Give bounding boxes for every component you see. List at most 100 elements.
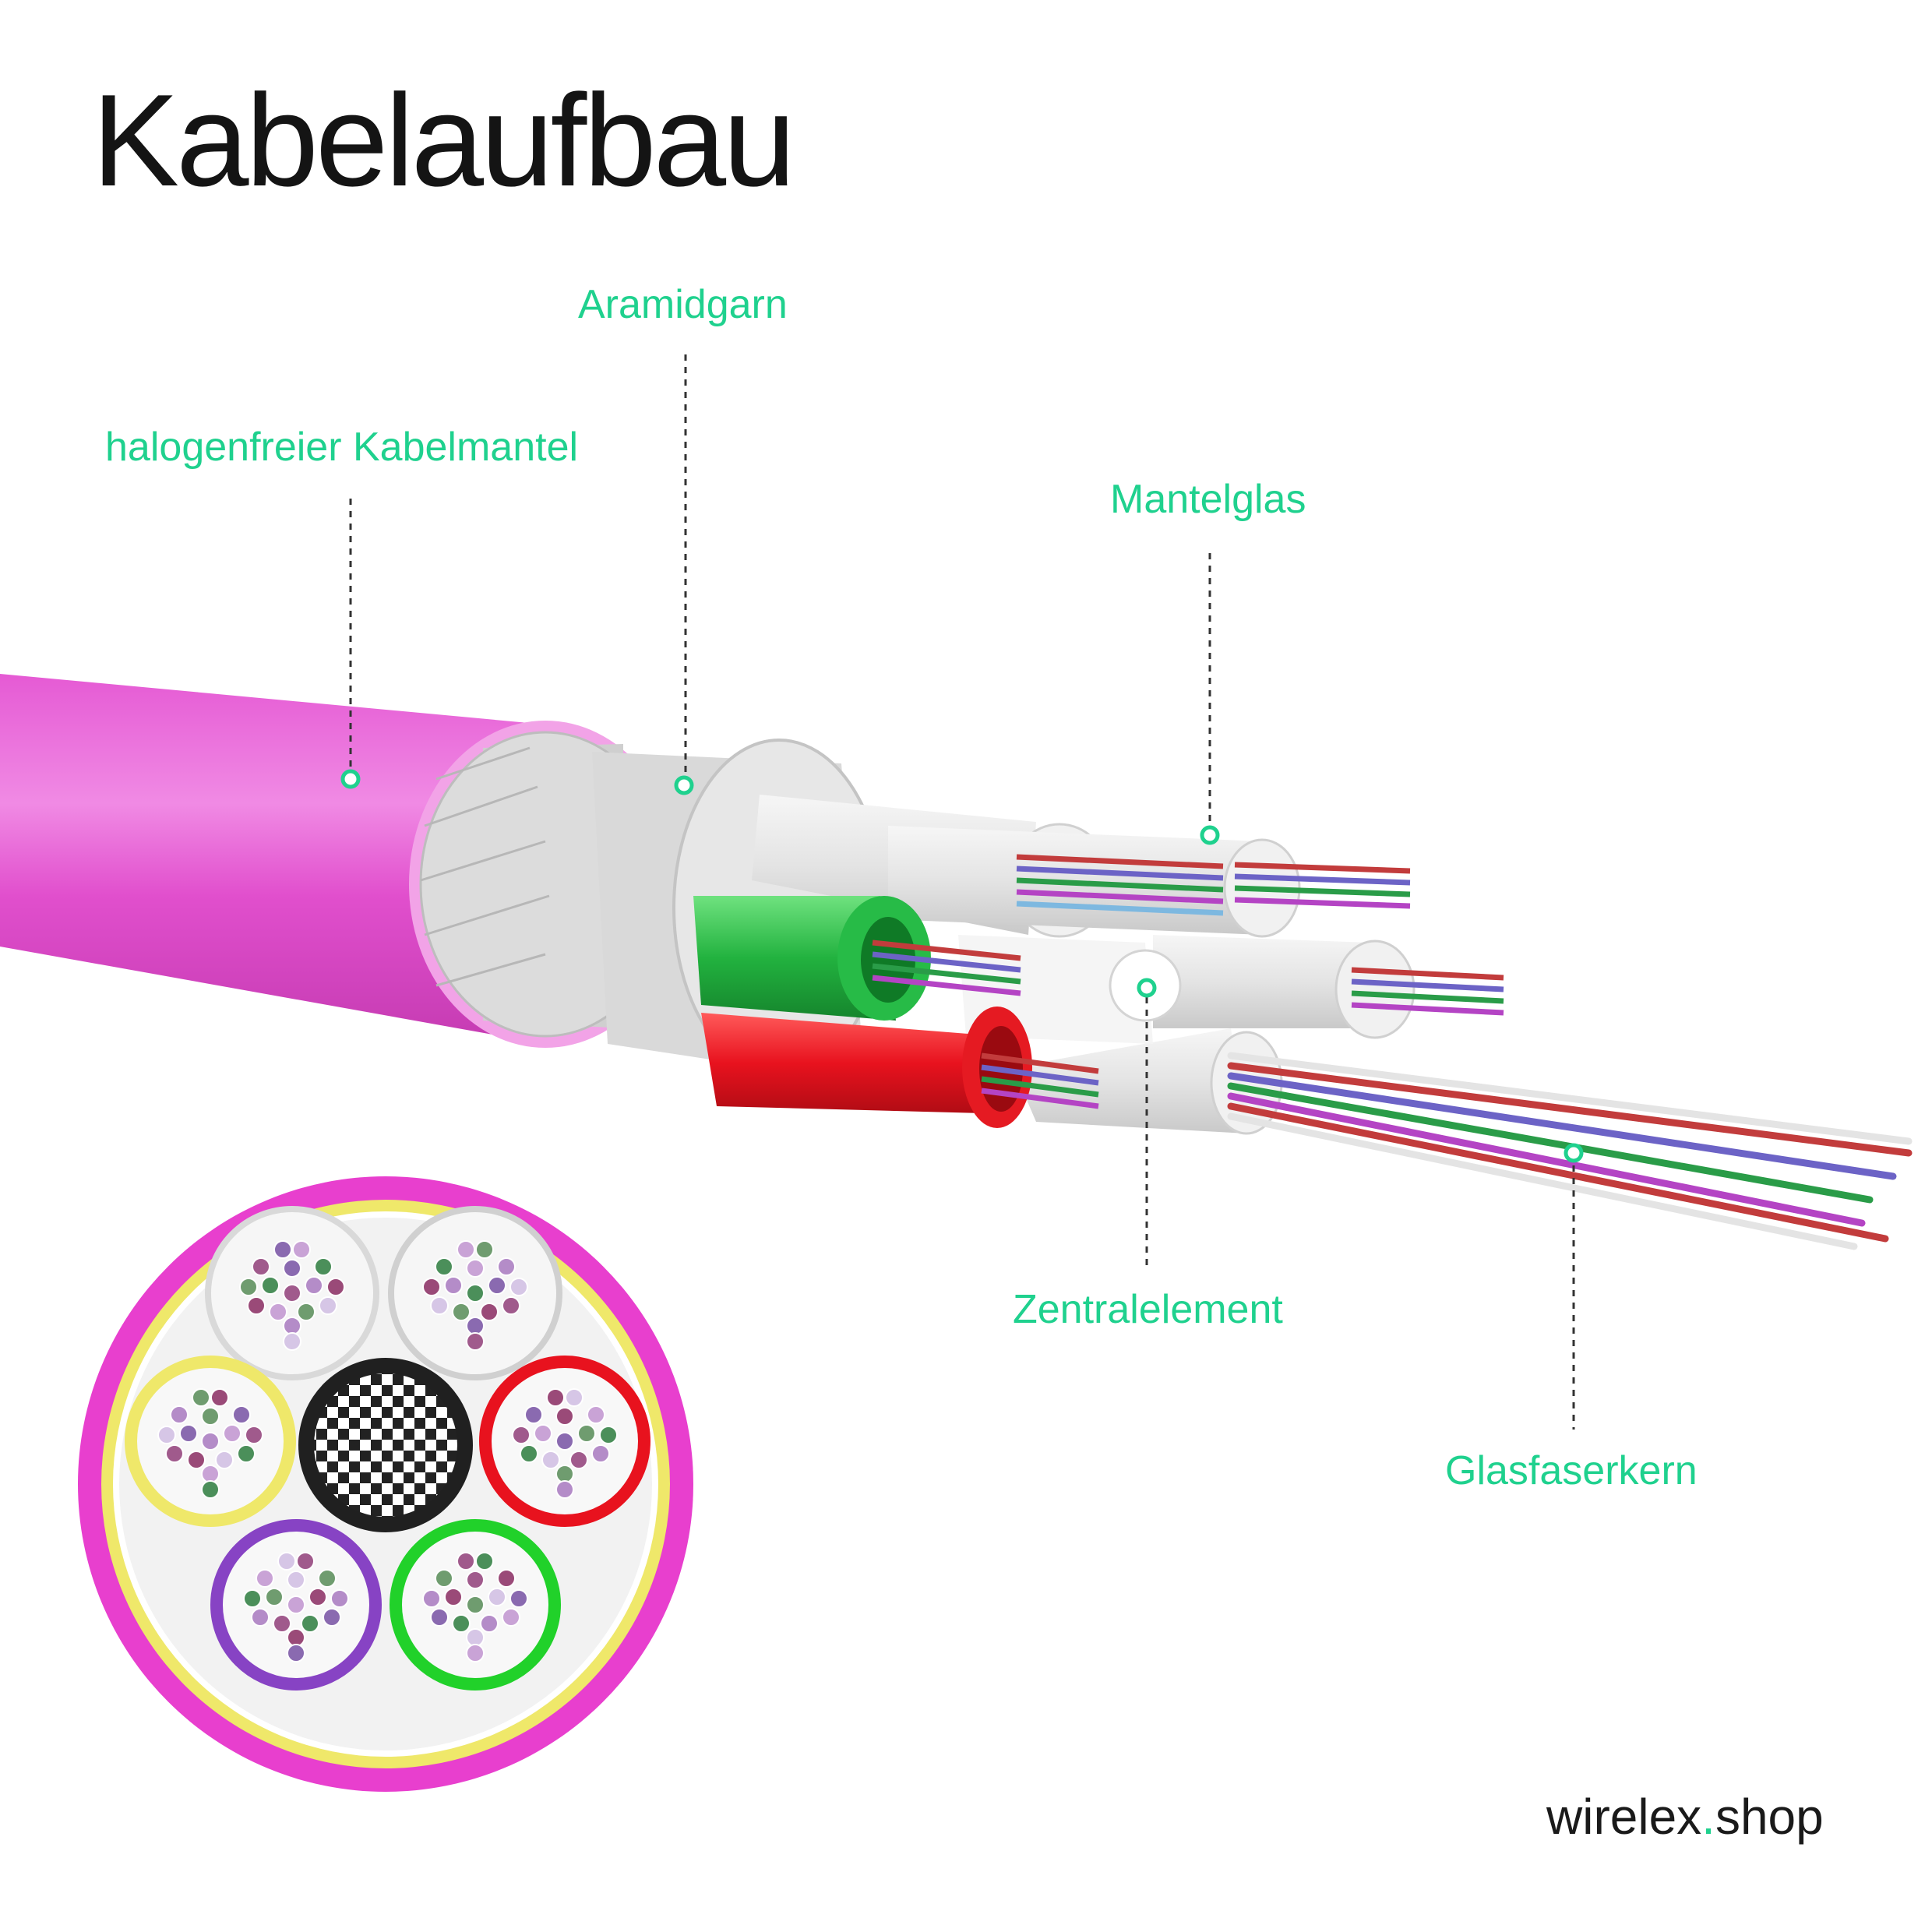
fiber-dot — [466, 1571, 485, 1589]
fiber-dot — [435, 1257, 453, 1276]
marker-aramid — [674, 775, 694, 795]
fiber-dot — [287, 1628, 305, 1647]
fiber-dot — [497, 1257, 516, 1276]
fiber-dot — [157, 1426, 176, 1444]
fiber-dot — [273, 1240, 292, 1259]
fiber-dot — [201, 1465, 220, 1483]
fiber-dot — [269, 1303, 287, 1321]
marker-mantelglas — [1200, 825, 1220, 845]
fiber-dot — [524, 1405, 543, 1424]
fiber-bundle-green — [872, 940, 1021, 996]
fiber-dot — [452, 1614, 471, 1633]
fiber-dot — [301, 1614, 319, 1633]
fiber-dot — [430, 1296, 449, 1315]
fiber-dot — [466, 1644, 485, 1662]
fiber-dot — [308, 1588, 327, 1606]
fiber-dot — [466, 1284, 485, 1303]
fiber-dot — [555, 1480, 574, 1499]
fiber-dot — [457, 1240, 475, 1259]
fiber-dot — [488, 1588, 506, 1606]
fiber-dot — [239, 1278, 258, 1296]
fiber-dot — [520, 1444, 538, 1463]
fiber-dot — [457, 1552, 475, 1571]
fiber-dot — [292, 1240, 311, 1259]
fiber-dot — [287, 1644, 305, 1662]
fiber-dot — [314, 1257, 333, 1276]
cross-fiber-dots — [157, 1240, 618, 1662]
page-title: Kabelaufbau — [92, 67, 796, 213]
fiber-dot — [210, 1388, 229, 1407]
fiber-bundle-top-left — [1016, 854, 1224, 916]
fiber-dot — [565, 1388, 583, 1407]
fiber-dot — [287, 1595, 305, 1614]
fiber-dot — [422, 1589, 441, 1608]
fiber-dot — [591, 1444, 610, 1463]
fiber-dot — [475, 1552, 494, 1571]
fiber-dot — [323, 1608, 341, 1627]
fiber-dot — [247, 1296, 266, 1315]
fiber-dot — [541, 1451, 560, 1469]
fiber-dot — [165, 1444, 184, 1463]
brand-tld: shop — [1715, 1789, 1824, 1845]
fiber-dot — [512, 1426, 531, 1444]
fiber-dot — [326, 1278, 345, 1296]
fiber-dot — [283, 1332, 301, 1351]
marker-zentral — [1137, 978, 1157, 998]
brand-name: wirelex — [1546, 1789, 1702, 1845]
fiber-dot — [192, 1388, 210, 1407]
fiber-dot — [509, 1278, 528, 1296]
fiber-dot — [243, 1589, 262, 1608]
fiber-dot — [296, 1552, 315, 1571]
fiber-dot — [555, 1407, 574, 1426]
fiber-dot — [430, 1608, 449, 1627]
fiber-dot — [599, 1426, 618, 1444]
fiber-dot — [577, 1424, 596, 1443]
fiber-dot — [223, 1424, 242, 1443]
label-mantel: halogenfreier Kabelmantel — [105, 425, 579, 470]
fiber-dot — [475, 1240, 494, 1259]
brand-dot: . — [1701, 1789, 1715, 1845]
fiber-bundle-right — [1351, 967, 1504, 1016]
fiber-dot — [435, 1569, 453, 1588]
fiber-dot — [569, 1451, 588, 1469]
fiber-dot — [305, 1276, 323, 1295]
label-kern: Glasfaserkern — [1445, 1448, 1698, 1493]
fiber-dot — [502, 1608, 520, 1627]
fiber-dot — [452, 1303, 471, 1321]
fiber-bundle-red — [981, 1052, 1099, 1109]
fiber-dot — [201, 1432, 220, 1451]
fiber-dot — [488, 1276, 506, 1295]
fiber-dot — [215, 1451, 234, 1469]
fiber-dot — [261, 1276, 280, 1295]
fiber-dot — [179, 1424, 198, 1443]
fiber-dot — [201, 1407, 220, 1426]
fiber-dot — [466, 1332, 485, 1351]
fiber-dot — [170, 1405, 189, 1424]
fiber-dot — [466, 1628, 485, 1647]
cross-section — [78, 1176, 693, 1792]
fiber-dot — [283, 1259, 301, 1278]
fiber-dot — [319, 1296, 337, 1315]
fiber-dot — [480, 1614, 499, 1633]
marker-kern — [1564, 1143, 1584, 1163]
fiber-bundle-top-right — [1234, 862, 1411, 909]
fiber-dot — [232, 1405, 251, 1424]
fiber-dot — [330, 1589, 349, 1608]
fiber-dot — [466, 1595, 485, 1614]
label-zentral: Zentralelement — [1013, 1287, 1283, 1332]
fiber-dot — [444, 1588, 463, 1606]
fiber-dot — [252, 1257, 270, 1276]
fiber-dot — [546, 1388, 565, 1407]
fiber-dot — [256, 1569, 274, 1588]
fiber-dot — [422, 1278, 441, 1296]
fiber-dot — [497, 1569, 516, 1588]
tube-white-right — [1153, 935, 1416, 1039]
label-aramid: Aramidgarn — [578, 282, 788, 327]
cross-central-element — [298, 1358, 473, 1532]
fiber-dot — [466, 1317, 485, 1335]
fiber-dot — [480, 1303, 499, 1321]
label-mantelglas: Mantelglas — [1110, 477, 1306, 522]
marker-mantel — [340, 769, 361, 789]
fiber-dot — [534, 1424, 552, 1443]
